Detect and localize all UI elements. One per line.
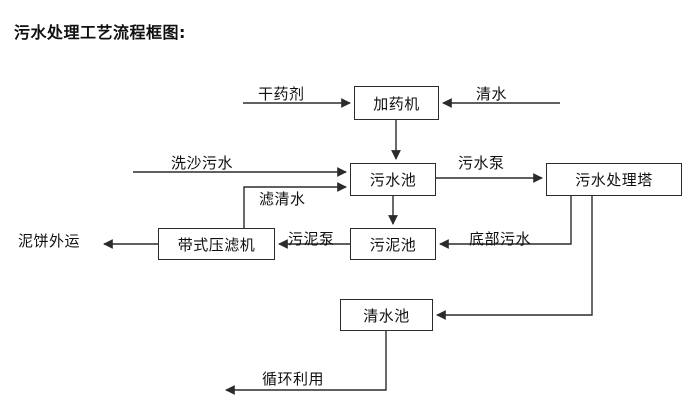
edge-label-bottom-sewage: 底部污水 [469, 230, 532, 248]
edge-tower-to-clear-pool [436, 196, 593, 320]
node-label: 污泥池 [369, 235, 417, 254]
node-label: 污水处理塔 [575, 171, 653, 189]
terminal-label-mud-cake-transport: 泥饼外运 [18, 232, 81, 250]
page-title: 污水处理工艺流程框图: [14, 23, 186, 42]
node-label: 污水池 [369, 171, 417, 189]
edge-label-sludge-pump: 污泥泵 [288, 230, 335, 248]
node-label: 带式压滤机 [177, 235, 256, 254]
node-treatment-tower[interactable]: 污水处理塔 [546, 163, 682, 196]
edge-label-dry-agent: 干药剂 [258, 85, 305, 103]
edge-tower-bottom-to-sludge-pool [439, 196, 572, 249]
node-label: 加药机 [373, 94, 420, 113]
node-label: 清水池 [363, 306, 410, 325]
edge-label-clean-water: 清水 [476, 85, 508, 103]
edge-label-sewage-pump: 污水泵 [458, 154, 505, 172]
node-sludge-pool[interactable]: 污泥池 [350, 228, 436, 260]
edge-clear-pool-recycle [225, 331, 387, 395]
node-dosing-machine[interactable]: 加药机 [354, 86, 439, 120]
node-clear-water-pool[interactable]: 清水池 [340, 299, 433, 331]
node-belt-filter-press[interactable]: 带式压滤机 [158, 228, 275, 260]
edge-label-sand-wash-sewage: 洗沙污水 [171, 154, 234, 172]
edge-filtrate-to-sewage-pool [243, 182, 347, 228]
edge-label-recycle-use: 循环利用 [262, 370, 325, 388]
node-sewage-pool[interactable]: 污水池 [350, 163, 436, 196]
edge-label-filtrate-water: 滤清水 [259, 190, 306, 208]
